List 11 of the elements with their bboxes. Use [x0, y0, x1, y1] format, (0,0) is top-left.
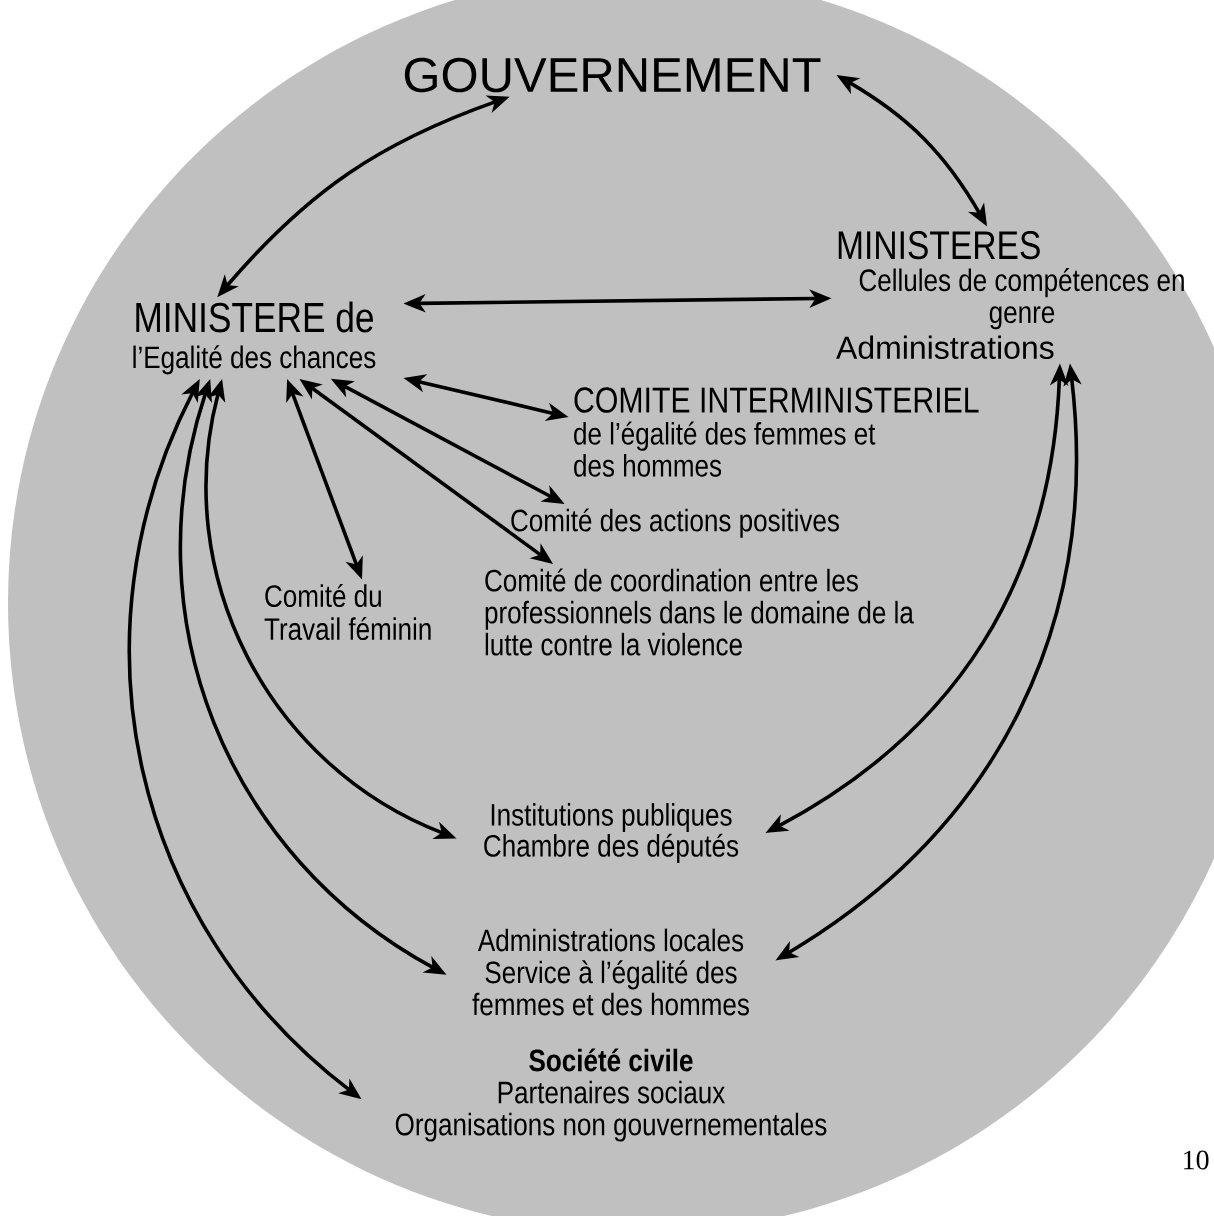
org-label: MINISTERES Cellules de compétences en genre Administrations	[836, 231, 1184, 360]
org-label: GOUVERNEMENT	[404, 57, 821, 93]
org-label: Comité du Travail féminin	[264, 583, 431, 641]
page-number: 10	[1184, 1150, 1209, 1170]
org-label: Comité des actions positives	[511, 508, 839, 538]
org-label: Institutions publiques Chambre des députés	[484, 803, 739, 863]
org-label: Société civile Partenaires sociaux Organisations non gouvernementales	[395, 1048, 827, 1142]
org-label: Comité de coordination entre les professionnels dans le domaine de la lutte contre la violence	[485, 568, 914, 656]
org-label: Administrations locales Service à l’égalité des femmes et des hommes	[472, 928, 749, 1016]
org-label: COMITE INTERMINISTERIEL de l’égalité des femmes et des hommes	[574, 387, 979, 477]
org-label: MINISTERE de l’Egalité des chances	[133, 301, 376, 375]
